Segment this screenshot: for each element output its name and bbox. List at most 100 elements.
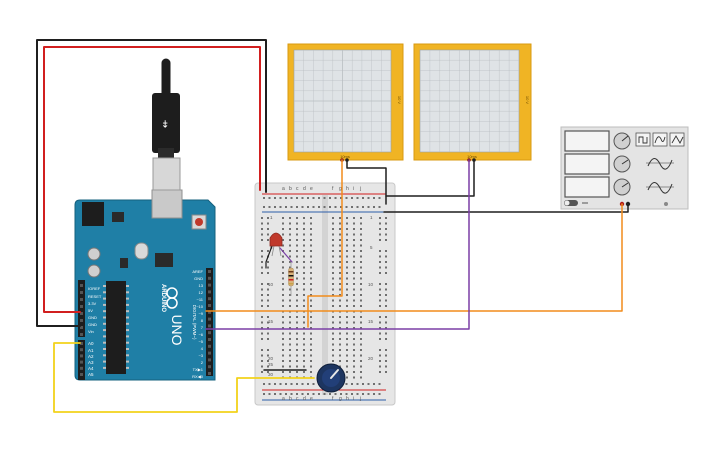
svg-text:c: c — [296, 396, 299, 402]
triangle-wave-icon — [671, 135, 684, 144]
svg-text:20: 20 — [368, 356, 374, 361]
svg-text:25: 25 — [268, 362, 274, 367]
red-led[interactable] — [269, 232, 283, 257]
function-generator-display-amplitude — [564, 153, 610, 175]
wires[interactable] — [36, 39, 629, 413]
capacitor — [87, 247, 101, 261]
analog-pin-labels: A0 A1 A2 A3 A4 A5 — [88, 341, 94, 377]
breadboard-column-labels: a b c d e f g h i j a b c d e f g h i j — [282, 186, 361, 402]
function-generator-knob-frequency[interactable] — [613, 132, 631, 150]
oscilloscope-2[interactable]: 10ms 10 V — [413, 43, 532, 162]
oscilloscope-1-grid — [294, 50, 391, 152]
svg-text:i: i — [353, 186, 354, 192]
wire-scope-2-probe-purple[interactable] — [291, 159, 470, 330]
potentiometer[interactable] — [316, 363, 346, 393]
svg-text:20: 20 — [268, 356, 274, 361]
oscilloscope-2-grid — [420, 50, 519, 152]
svg-text:GND: GND — [194, 276, 203, 281]
svg-text:A1: A1 — [88, 348, 94, 353]
power-header — [78, 280, 85, 337]
wire-ground-black[interactable] — [36, 39, 267, 327]
digital-header — [206, 268, 213, 376]
svg-text:GND: GND — [88, 322, 97, 327]
svg-text:15: 15 — [268, 319, 274, 324]
oscilloscope-1-time-label: 10ms — [340, 154, 350, 159]
square-wave-icon — [638, 136, 648, 144]
wire-a0-yellow[interactable] — [53, 342, 315, 413]
sine-wave-button[interactable] — [669, 132, 685, 147]
svg-text:7: 7 — [201, 325, 204, 330]
svg-text:b: b — [289, 396, 292, 402]
svg-text:IOREF: IOREF — [88, 286, 101, 291]
svg-text:j: j — [359, 186, 361, 192]
svg-text:13: 13 — [199, 283, 204, 288]
svg-text:RESET: RESET — [88, 294, 102, 299]
analog-header — [78, 340, 85, 380]
potentiometer-indicator — [330, 369, 339, 379]
digital-pin-labels: AREF GND 13 12 ~11 ~10 ~9 8 7 ~6 ~5 4 ~3… — [192, 269, 204, 379]
svg-text:j: j — [359, 396, 361, 402]
svg-text:f: f — [332, 186, 334, 192]
svg-text:RX◀0: RX◀0 — [192, 374, 204, 379]
wire-led-purple[interactable] — [279, 247, 293, 263]
svg-text:i: i — [353, 396, 354, 402]
resistor[interactable] — [288, 262, 294, 296]
svg-text:30: 30 — [268, 372, 274, 377]
function-generator-knob-offset[interactable] — [613, 178, 631, 196]
svg-text:d: d — [303, 186, 306, 192]
svg-text:8: 8 — [201, 318, 204, 323]
svg-text:A5: A5 — [88, 372, 94, 377]
svg-text:1: 1 — [370, 215, 373, 220]
svg-text:A0: A0 — [88, 341, 94, 346]
wire-pin9-orange[interactable] — [205, 203, 623, 312]
svg-text:10: 10 — [268, 282, 274, 287]
waveform-preview-sine-2-icon — [647, 182, 673, 194]
breadboard[interactable]: a b c d e f g h i j a b c d e f g h i j … — [254, 182, 396, 406]
function-generator[interactable] — [560, 126, 689, 210]
capacitor — [87, 264, 101, 278]
oscilloscope-1[interactable]: 10ms 10 V — [287, 43, 404, 162]
svg-text:15: 15 — [368, 319, 374, 324]
oscilloscope-2-side-label: 10 V — [525, 96, 530, 105]
oscilloscope-1-side-label: 10 V — [397, 96, 402, 105]
wire-scope-2-ground[interactable] — [385, 159, 475, 197]
function-generator-knob-amplitude[interactable] — [613, 155, 631, 173]
svg-text:~11: ~11 — [197, 297, 204, 302]
svg-text:2: 2 — [201, 360, 204, 365]
svg-text:Vin: Vin — [88, 329, 94, 334]
oscilloscope-2-time-label: 10ms — [467, 154, 477, 159]
digital-header-label: DIGITAL (PWM~) — [192, 305, 197, 340]
svg-text:e: e — [310, 186, 313, 192]
function-generator-display-offset — [564, 176, 610, 198]
svg-text:~5: ~5 — [198, 339, 203, 344]
wire-5v-red[interactable] — [43, 46, 261, 313]
usb-cable[interactable]: ⇸ — [152, 58, 181, 191]
reset-button[interactable] — [191, 214, 207, 230]
svg-text:1: 1 — [270, 215, 273, 220]
arduino-uno[interactable]: IOREF RESET 3.3V 5V GND GND Vin A0 A1 A2… — [74, 189, 216, 381]
crystal — [134, 242, 149, 260]
svg-text:~10: ~10 — [196, 304, 204, 309]
svg-text:e: e — [310, 396, 313, 402]
sine-wave-icon — [654, 136, 666, 144]
usb-symbol-icon: ⇸ — [159, 120, 170, 128]
svg-text:A3: A3 — [88, 360, 94, 365]
svg-text:f: f — [332, 396, 334, 402]
power-jack — [82, 202, 104, 226]
triangle-wave-button[interactable] — [652, 132, 668, 147]
arduino-model-text: UNO — [169, 314, 185, 345]
wire-led-ground[interactable] — [265, 245, 273, 269]
square-wave-button[interactable] — [635, 132, 651, 147]
waveform-preview-sine-icon — [647, 158, 673, 170]
svg-text:h: h — [346, 396, 349, 402]
svg-text:d: d — [303, 396, 306, 402]
function-generator-ground-terminal[interactable] — [664, 202, 668, 206]
arduino-brand-text: ARDUINO — [160, 284, 166, 312]
function-generator-power-toggle[interactable] — [564, 200, 578, 206]
svg-text:A4: A4 — [88, 366, 94, 371]
svg-text:3.3V: 3.3V — [88, 301, 97, 306]
wire-scope-1-ground[interactable] — [346, 159, 387, 205]
svg-text:4: 4 — [201, 346, 204, 351]
wire-function-generator-ground[interactable] — [383, 203, 629, 213]
